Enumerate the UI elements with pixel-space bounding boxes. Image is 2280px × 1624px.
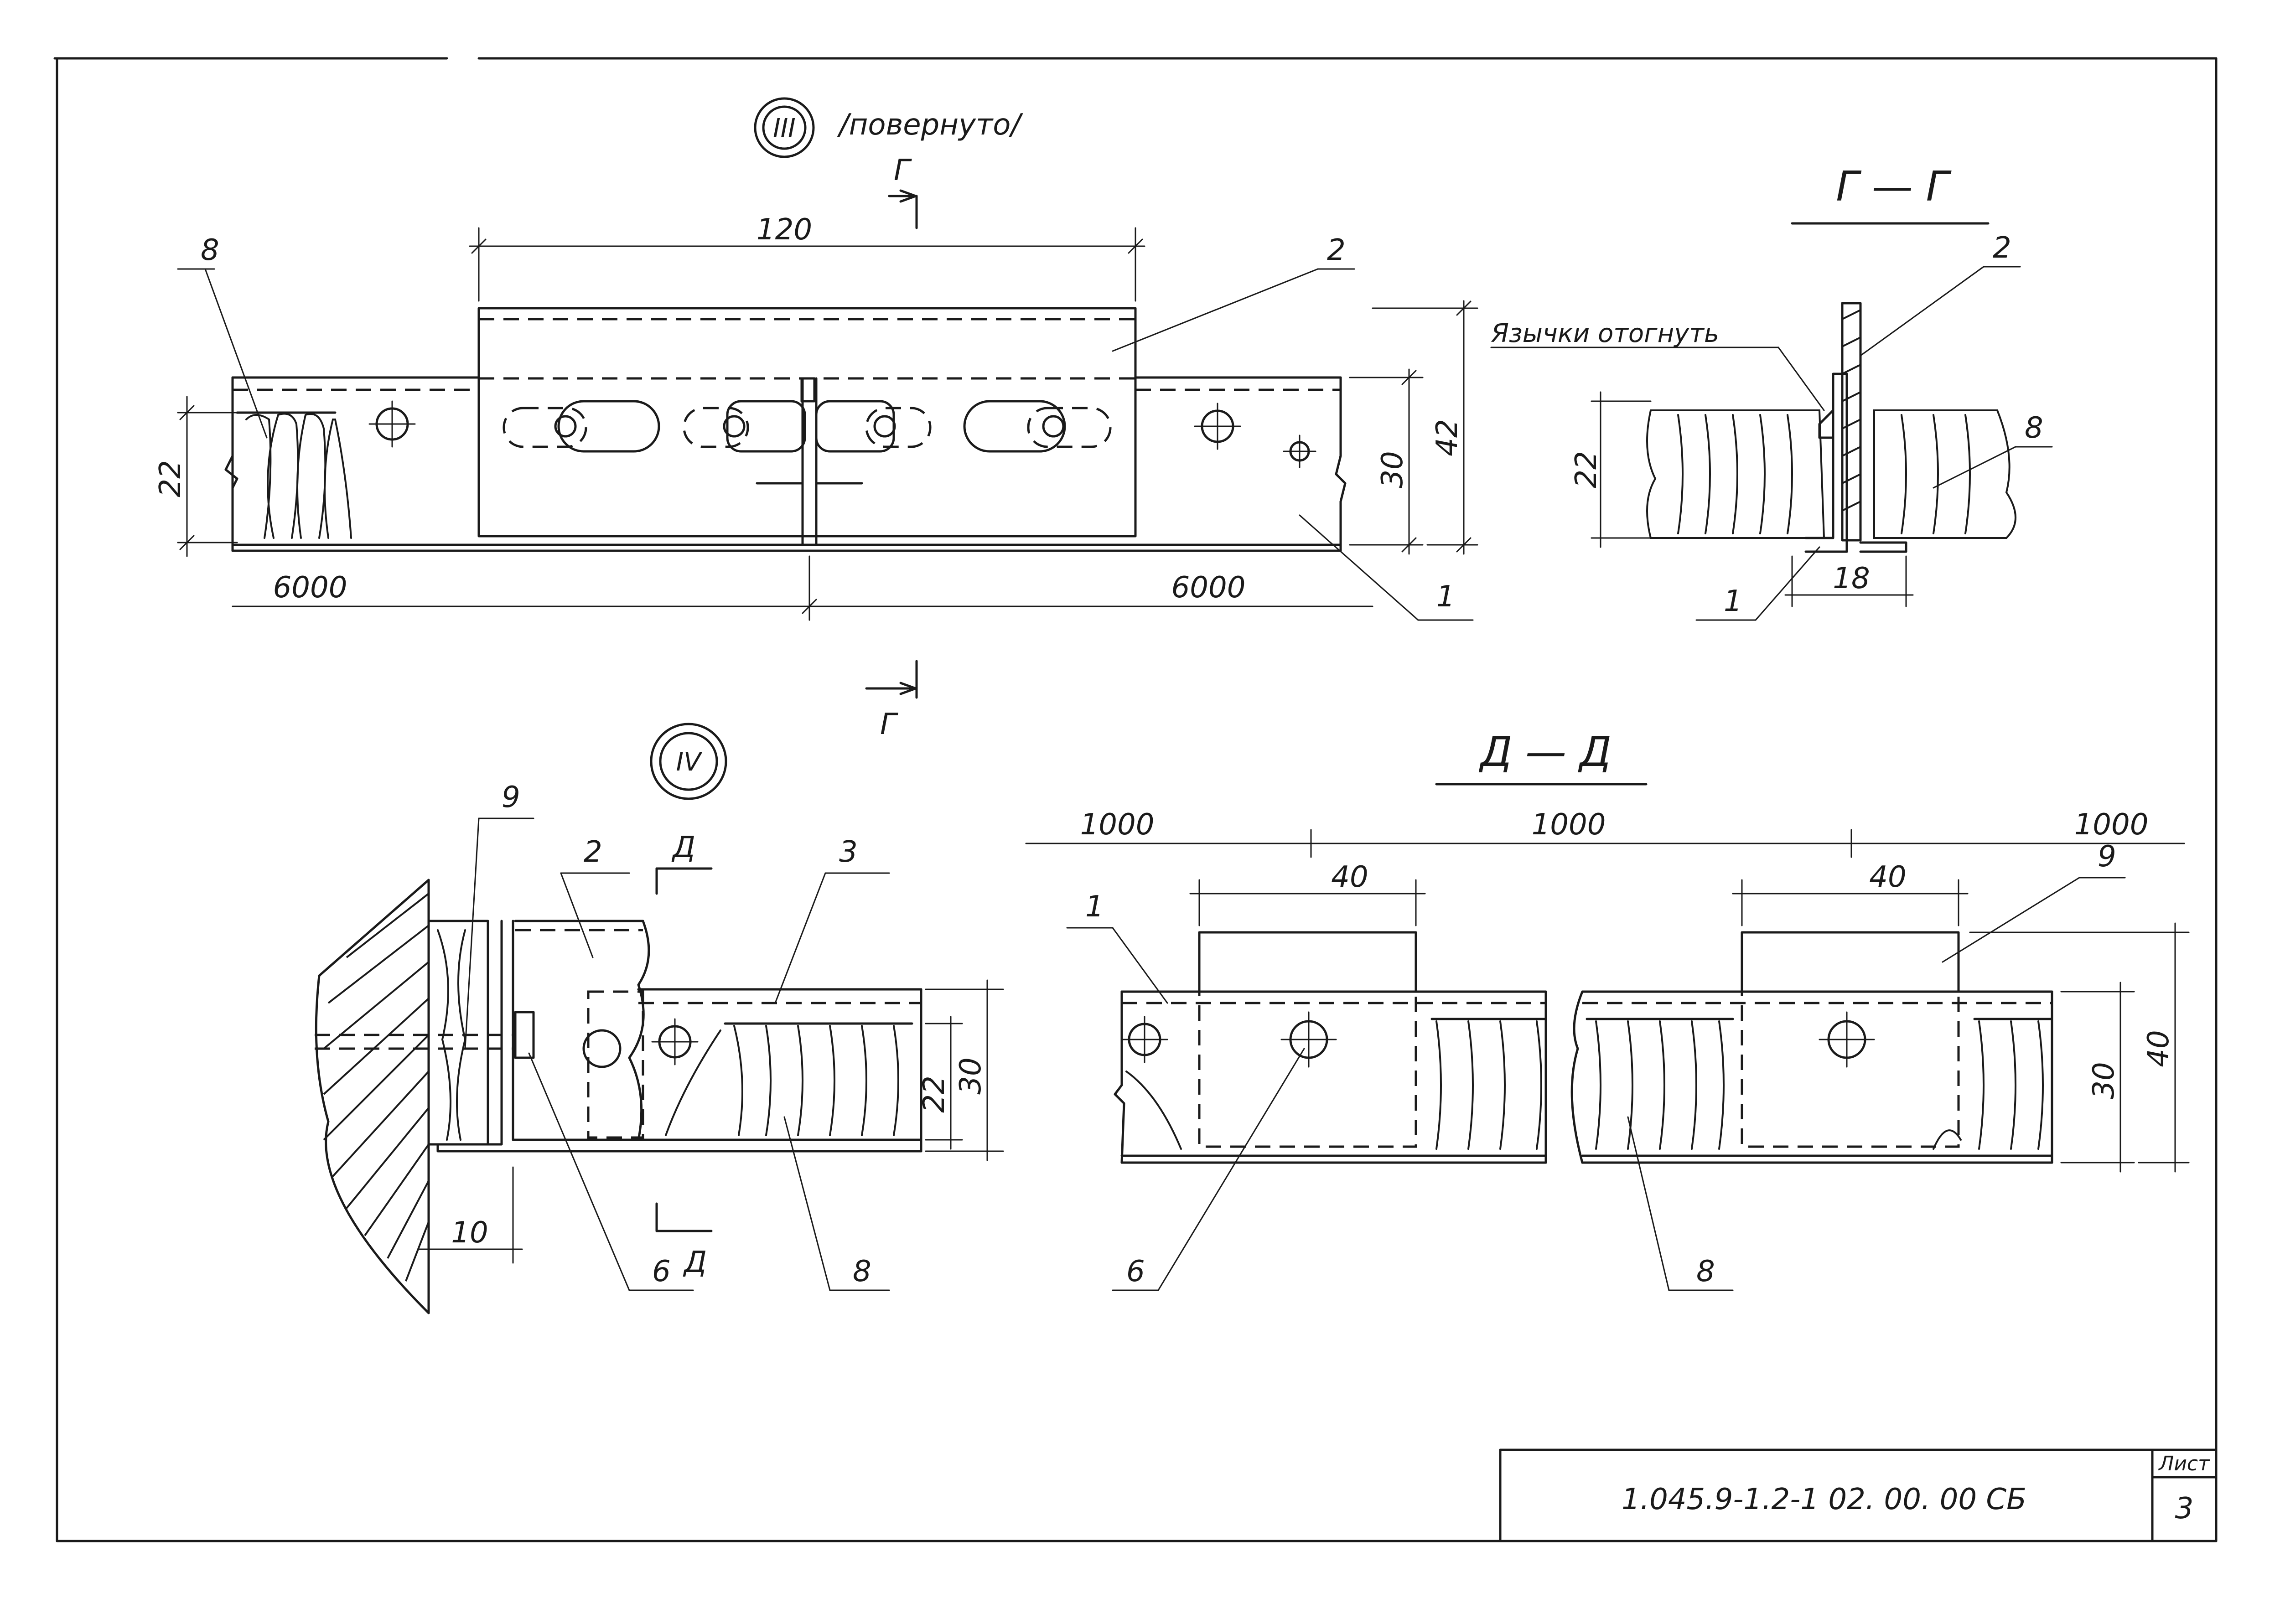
- section-g-dim-w: 18: [1833, 562, 1870, 595]
- section-g-leader-8: 8: [2025, 411, 2043, 445]
- section-g: Г — Г Язычки отогнуть 22: [1490, 163, 2053, 621]
- view-3-note: /повернуто/: [837, 108, 1023, 142]
- section-d-leader-8: 8: [1696, 1255, 1715, 1288]
- sheet-label: Лист: [2158, 1452, 2210, 1475]
- view-3-cut-mark-top: Г: [894, 154, 912, 187]
- section-d-dim-40-right: 40: [1869, 860, 1906, 894]
- view-4-leader-2: 2: [584, 835, 602, 869]
- view-4-dim-22: 22: [917, 1076, 951, 1112]
- view-4-badge-circle: [650, 723, 727, 800]
- section-g-title: Г — Г: [1836, 163, 1952, 211]
- section-d-dim-30: 30: [2087, 1062, 2121, 1099]
- view-3-dim-bottom-left: 6000: [273, 571, 347, 605]
- sheet-number: 3: [2175, 1492, 2194, 1526]
- view-4-leader-9: 9: [502, 781, 520, 814]
- section-g-dim-h: 22: [1570, 451, 1603, 488]
- view-4-badge: IV: [676, 747, 703, 777]
- title-block: 1.045.9-1.2-1 02. 00. 00 СБ Лист 3: [1499, 1448, 2218, 1542]
- section-d-title: Д — Д: [1478, 728, 1612, 776]
- section-d-dim-1000-right: 1000: [2074, 808, 2149, 842]
- view-3-leader-2: 2: [1327, 233, 1346, 267]
- view-3-leader-8: 8: [201, 233, 219, 267]
- view-3: III /повернуто/ Г: [154, 97, 1478, 741]
- view-4-leader-3: 3: [839, 835, 858, 869]
- view-3-dim-right-outer: 42: [1430, 419, 1464, 456]
- section-d-leader-1: 1: [1085, 890, 1104, 924]
- view-4-dim-10: 10: [451, 1216, 488, 1250]
- sheet-frame: [53, 57, 2218, 1542]
- view-3-badge: III: [773, 114, 796, 143]
- section-g-leader-1: 1: [1724, 584, 1742, 618]
- view-3-badge-circle: [754, 97, 815, 158]
- view-4: IV: [315, 723, 1004, 1314]
- drawing-code: 1.045.9-1.2-1 02. 00. 00 СБ: [1622, 1483, 2026, 1516]
- section-g-note: Язычки отогнуть: [1491, 319, 1719, 348]
- view-3-leader-1: 1: [1436, 580, 1455, 614]
- view-3-cut-mark-bottom: Г: [880, 708, 898, 741]
- view-3-dim-right-inner: 30: [1376, 451, 1409, 488]
- view-4-cut-bottom: Д: [683, 1246, 707, 1279]
- section-d: Д — Д 1000 1000 1000 40: [1025, 728, 2190, 1291]
- section-d-dim-40-left: 40: [1331, 860, 1368, 894]
- section-d-dim-1000-left: 1000: [1080, 808, 1155, 842]
- view-3-dim-bottom-right: 6000: [1171, 571, 1246, 605]
- section-g-leader-2: 2: [1993, 231, 2011, 265]
- view-3-dim-left: 22: [154, 460, 187, 497]
- section-d-dim-40-h: 40: [2142, 1030, 2176, 1067]
- view-3-dim-top: 120: [757, 213, 812, 247]
- section-d-leader-9: 9: [2098, 840, 2116, 874]
- view-4-leader-6: 6: [652, 1255, 671, 1288]
- view-4-leader-8: 8: [853, 1255, 871, 1288]
- section-d-leader-6: 6: [1126, 1255, 1145, 1288]
- view-4-cut-top: Д: [671, 831, 695, 864]
- plate-2: [477, 307, 1137, 538]
- view-4-dim-30: 30: [954, 1057, 988, 1094]
- section-d-dim-1000-mid: 1000: [1532, 808, 1606, 842]
